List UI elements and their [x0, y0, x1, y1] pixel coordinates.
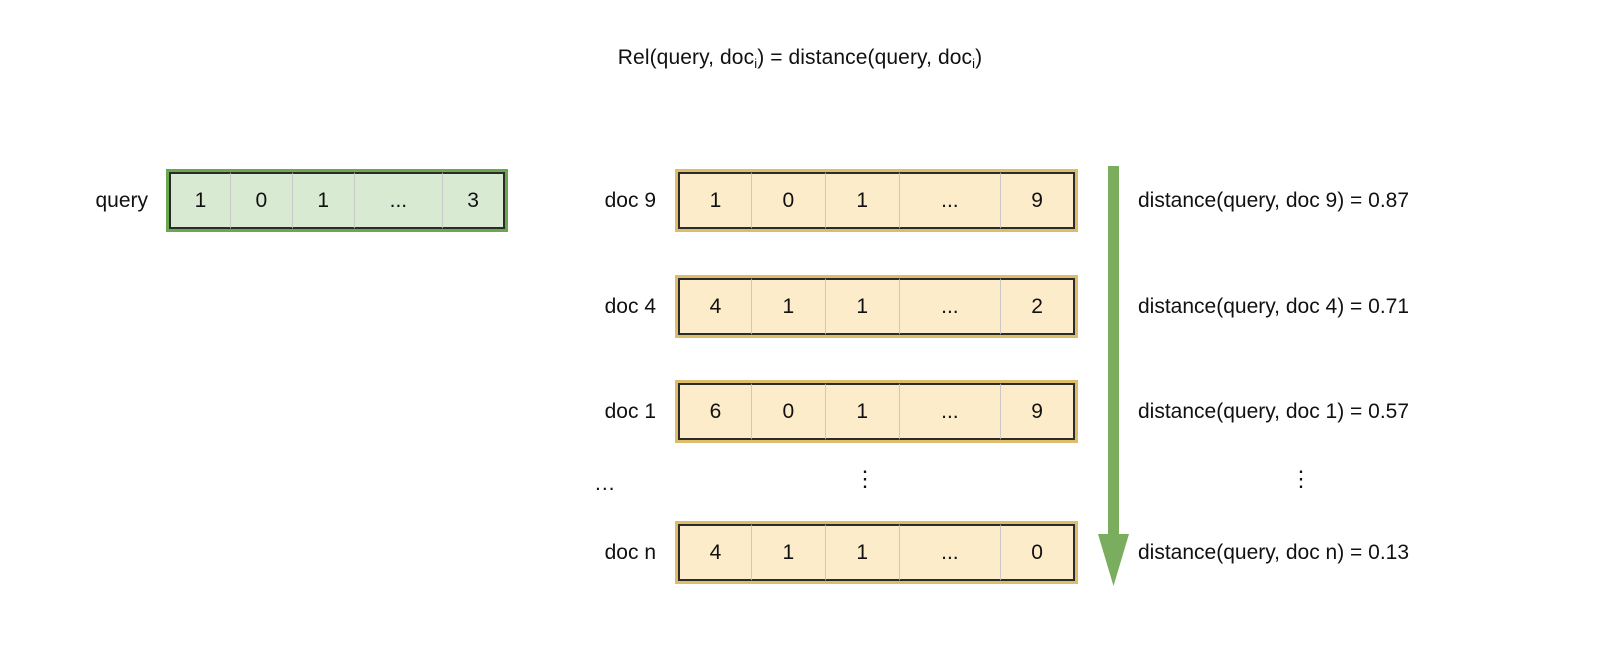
distance-label: distance(query, doc 1) = 0.57: [1138, 400, 1410, 423]
doc-label: doc n: [604, 540, 656, 564]
doc-cell-2: 1: [825, 278, 900, 335]
doc-vector: 6 0 1 ... 9: [675, 380, 1078, 443]
doc-row: doc 9 1 0 1 ... 9: [575, 169, 1078, 232]
doc-vector: 4 1 1 ... 0: [675, 521, 1078, 584]
doc-vector: 1 0 1 ... 9: [675, 169, 1078, 232]
query-cell-ellipsis: ...: [354, 172, 444, 229]
doc-cell-4: 2: [1001, 278, 1075, 335]
ranking-arrow-icon: [1098, 166, 1129, 586]
doc-column-vertical-ellipsis: ⋮: [854, 466, 876, 491]
doc-cell-1: 0: [751, 172, 826, 229]
doc-cell-1: 1: [751, 278, 826, 335]
query-vector: 1 0 1 ... 3: [166, 169, 508, 232]
distance-label: distance(query, doc 9) = 0.87: [1138, 189, 1410, 212]
doc-cell-4: 9: [1001, 172, 1075, 229]
doc-cell-2: 1: [825, 524, 900, 581]
doc-cell-0: 4: [678, 524, 752, 581]
doc-cell-0: 1: [678, 172, 752, 229]
doc-row: doc 4 4 1 1 ... 2: [575, 275, 1078, 338]
query-label: query: [95, 188, 148, 212]
distance-column-vertical-ellipsis: ⋮: [1290, 466, 1312, 491]
query-cell-2: 1: [292, 172, 355, 229]
query-row: query 1 0 1 ... 3: [66, 169, 508, 232]
title-subscript-1: i: [754, 56, 758, 71]
doc-cell-ellipsis: ...: [899, 383, 1002, 440]
title-subscript-2: i: [972, 56, 976, 71]
title-suffix: ): [975, 46, 983, 69]
doc-cell-0: 6: [678, 383, 752, 440]
title-middle: ) = distance(query, doc: [757, 46, 973, 69]
doc-cell-ellipsis: ...: [899, 172, 1002, 229]
doc-cell-4: 9: [1001, 383, 1075, 440]
distance-label: distance(query, doc 4) = 0.71: [1138, 295, 1410, 318]
doc-label: doc 1: [604, 399, 656, 423]
doc-cell-1: 0: [751, 383, 826, 440]
doc-row: doc n 4 1 1 ... 0: [575, 521, 1078, 584]
doc-label: doc 4: [604, 294, 656, 318]
title-prefix: Rel(query, doc: [617, 46, 755, 69]
doc-label: doc 9: [604, 188, 656, 212]
distance-label: distance(query, doc n) = 0.13: [1138, 541, 1410, 564]
doc-label-ellipsis: ...: [595, 472, 616, 495]
doc-cell-ellipsis: ...: [899, 524, 1002, 581]
query-cell-0: 1: [169, 172, 231, 229]
doc-cell-4: 0: [1001, 524, 1075, 581]
page-title: Rel(query, doci) = distance(query, doci): [0, 46, 1600, 71]
query-cell-1: 0: [230, 172, 293, 229]
doc-cell-2: 1: [825, 172, 900, 229]
query-cell-4: 3: [443, 172, 506, 229]
doc-vector: 4 1 1 ... 2: [675, 275, 1078, 338]
doc-cell-0: 4: [678, 278, 752, 335]
doc-row: doc 1 6 0 1 ... 9: [575, 380, 1078, 443]
doc-cell-1: 1: [751, 524, 826, 581]
doc-cell-2: 1: [825, 383, 900, 440]
doc-cell-ellipsis: ...: [899, 278, 1002, 335]
